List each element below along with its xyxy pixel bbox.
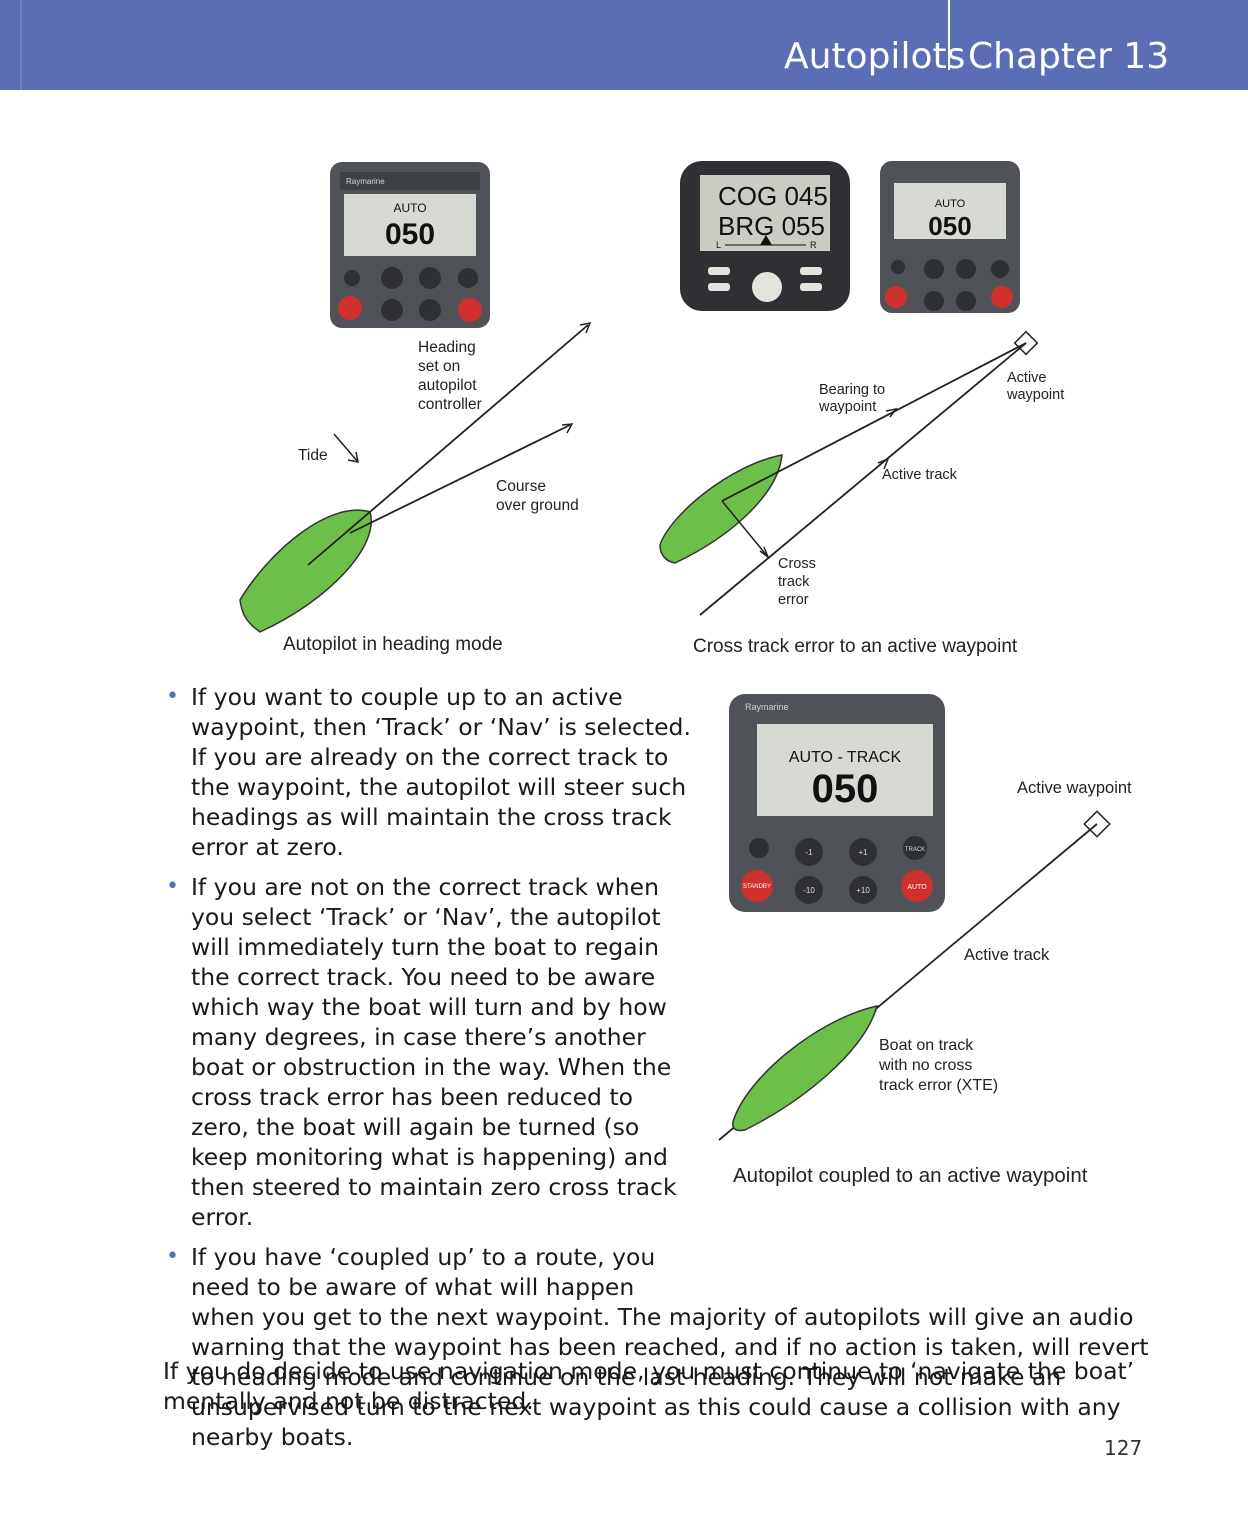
waypoint-marker: [1013, 330, 1039, 356]
header-rule: [20, 0, 22, 90]
label-active-track: Active track: [882, 467, 958, 483]
display-value: 050: [385, 218, 435, 251]
svg-text:STANDBY: STANDBY: [743, 884, 771, 890]
autopilot-controller-large: Raymarine AUTO - TRACK 050 -1 +1 TRACK S…: [729, 694, 945, 912]
bullet-item: • If you are not on the correct track wh…: [163, 872, 691, 1232]
figure-xte: COG 045 BRG 055 L R AUTO 050 Bearing to …: [659, 161, 1064, 616]
course-line: [349, 424, 571, 534]
label-tide: Tide: [298, 447, 328, 464]
caption-coupled: Autopilot coupled to an active waypoint: [733, 1164, 1088, 1187]
header-divider: [948, 0, 950, 70]
svg-text:-10: -10: [803, 886, 815, 895]
label-heading: Heading set on autopilot controller: [418, 339, 482, 413]
bullet-item: • If you have ‘coupled up’ to a route, y…: [163, 1242, 1151, 1452]
autopilot-controller-small: AUTO 050: [880, 161, 1020, 313]
float-spacer: [681, 1242, 1151, 1300]
svg-text:+10: +10: [856, 886, 870, 895]
svg-text:TRACK: TRACK: [905, 847, 925, 853]
bullet-dot: •: [166, 684, 179, 709]
gps-unit: COG 045 BRG 055 L R: [680, 161, 850, 311]
display-value: 050: [812, 767, 879, 811]
xte-arrow: [721, 500, 769, 558]
boat-hull: [239, 509, 372, 633]
gps-left-label: L: [716, 240, 721, 250]
bullet-list: • If you want to couple up to an active …: [163, 682, 1149, 1462]
closing-paragraph: If you do decide to use navigation mode,…: [163, 1357, 1135, 1415]
bullet-text: If you have ‘coupled up’ to a route, you…: [191, 1242, 1151, 1452]
label-bearing: Bearing to waypoint: [818, 382, 889, 415]
brand-label: Raymarine: [745, 702, 789, 712]
svg-text:Raymarine: Raymarine: [346, 177, 385, 186]
figure-heading-mode: Raymarine AUTO 050 Heading set on autopi…: [239, 162, 592, 633]
autopilot-controller: Raymarine AUTO 050: [330, 162, 490, 328]
figure-coupled: Raymarine AUTO - TRACK 050 -1 +1 TRACK S…: [718, 694, 1132, 1141]
caption-xte: Cross track error to an active waypoint: [693, 636, 1018, 657]
boat-hull: [732, 1004, 879, 1132]
bullet-text: If you want to couple up to an active wa…: [191, 683, 691, 861]
bullet-text: If you are not on the correct track when…: [191, 873, 677, 1231]
waypoint-marker: [1083, 810, 1111, 838]
display-value: 050: [928, 211, 971, 241]
display-mode: AUTO: [935, 198, 966, 210]
bullet-dot: •: [166, 1244, 179, 1269]
active-track-line: [699, 342, 1027, 616]
caption-heading-mode: Autopilot in heading mode: [283, 634, 503, 655]
bullet-dot: •: [166, 874, 179, 899]
svg-text:-1: -1: [805, 848, 813, 857]
boat-hull: [659, 454, 783, 564]
svg-text:+1: +1: [858, 848, 868, 857]
page-number: 127: [1104, 1436, 1143, 1460]
chapter-title: Chapter 13: [968, 36, 1170, 77]
label-active-track: Active track: [964, 946, 1050, 964]
label-waypoint: Active waypoint: [1006, 370, 1064, 403]
label-boat-on-track: Boat on track with no cross track error …: [878, 1037, 998, 1094]
gps-line-1: COG 045: [718, 181, 828, 211]
gps-line-2: BRG 055: [718, 211, 825, 241]
label-xte: Cross track error: [778, 556, 820, 608]
label-cog: Course over ground: [496, 478, 579, 514]
heading-line: [307, 324, 589, 566]
gps-right-label: R: [810, 240, 817, 250]
chapter-header: Autopilots Chapter 13: [0, 0, 1248, 90]
display-mode: AUTO - TRACK: [789, 749, 902, 766]
display-mode: AUTO: [393, 201, 426, 215]
tide-arrow: [333, 433, 359, 463]
bullet-item: • If you want to couple up to an active …: [163, 682, 691, 862]
label-active-waypoint: Active waypoint: [1017, 779, 1132, 797]
bearing-line: [721, 342, 1027, 502]
section-title: Autopilots: [784, 36, 966, 77]
svg-text:AUTO: AUTO: [907, 884, 927, 891]
